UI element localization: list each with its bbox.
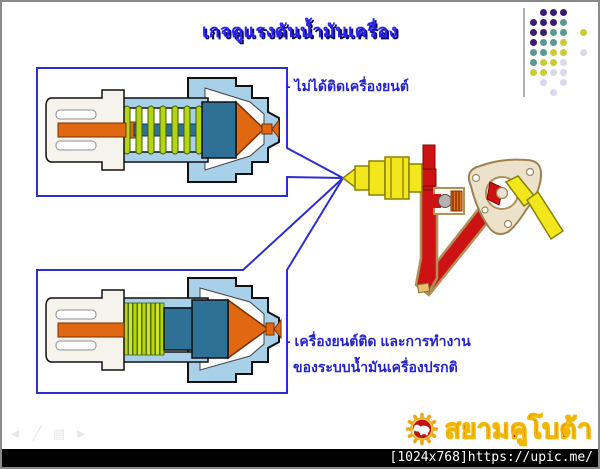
pressure-sensor [341,156,423,200]
bolt-hole [471,173,481,183]
engine-mount-assembly [341,144,565,297]
kubota-gear-icon [406,412,439,446]
watermark-text: [1024x768]https://upic.me/ [389,450,594,465]
label-engine-not-running: - ไม่ได้ติดเครื่องยนต์ [286,78,409,94]
piston-head [201,101,237,159]
nozzle-stem [261,123,273,135]
pipe-end-plug [416,282,431,294]
nozzle-stem [265,322,275,336]
valve-inlet [433,194,441,208]
decor-dot [550,9,557,16]
pen-tool-icon[interactable]: ╱ [33,426,41,441]
watermark-bar: [1024x768]https://upic.me/ [2,449,598,467]
bolt-hole [481,206,489,214]
decor-dot [540,59,547,66]
nozzle-funnel [273,318,282,340]
slideshow-nav-toolbar: ◄ ╱ ▤ ► [8,426,88,442]
decor-dot [530,39,537,46]
decor-dot [540,39,547,46]
decor-dot [550,29,557,36]
decor-dot [540,19,547,26]
decor-dot [580,49,587,56]
slide-title: เกจดูแรงดันน้ำมันเครื่อง [202,21,398,41]
decor-dot [550,49,557,56]
decor-dot [540,49,547,56]
decor-dot [530,19,537,26]
elephant-icon [412,424,430,436]
decor-dot [530,49,537,56]
decor-dot [580,29,587,36]
bolt-hole [503,219,513,229]
push-rod-front [57,322,125,338]
nozzle-funnel [271,118,280,140]
decor-dot [560,9,567,16]
decor-dot [530,59,537,66]
label-engine-running-line1: - เครื่องยนต์ติด และการทำงาน [286,333,471,349]
decor-vertical-line [523,8,525,97]
decor-dot-pattern [528,8,594,100]
valve-ball [438,194,452,208]
bolt-hole [525,167,535,177]
decor-dot [560,39,567,46]
decor-dot [560,59,567,66]
terminal-slot [55,140,97,151]
decor-dot [560,49,567,56]
decor-dot [530,29,537,36]
terminal-slot [55,340,97,351]
port-center [495,186,509,200]
decor-dot [540,29,547,36]
decor-dot [550,89,557,96]
decor-dot [550,39,557,46]
spring-extended [123,105,203,155]
terminal-slot [55,309,97,320]
decor-dot [550,19,557,26]
brand-name: สยามคูโบต้า [444,413,593,444]
decor-dot [530,69,537,76]
decor-dot [560,29,567,36]
decor-dot [560,19,567,26]
slide-menu-icon[interactable]: ▤ [52,426,66,441]
decor-dot [550,69,557,76]
terminal-slot [55,109,97,120]
sensor-diagram-engine-off [45,77,280,183]
decor-dot [540,9,547,16]
decor-dot [560,69,567,76]
brand-logo: สยามคูโบต้า [404,411,592,447]
sensor-diagram-engine-on [45,277,282,383]
decor-dot [540,69,547,76]
push-rod-front [57,122,127,138]
label-engine-running-line2: ของระบบน้ำมันเครื่องปรกติ [293,359,458,375]
next-slide-icon[interactable]: ► [74,426,88,441]
decor-dot [560,79,567,86]
valve-spring [450,190,463,212]
spring-compressed [123,302,165,356]
dipstick-lever [504,175,565,241]
piston-head [191,299,229,359]
decor-dot [540,79,547,86]
prev-slide-icon[interactable]: ◄ [8,426,22,441]
decor-dot [550,59,557,66]
piston-shaft [133,123,205,137]
